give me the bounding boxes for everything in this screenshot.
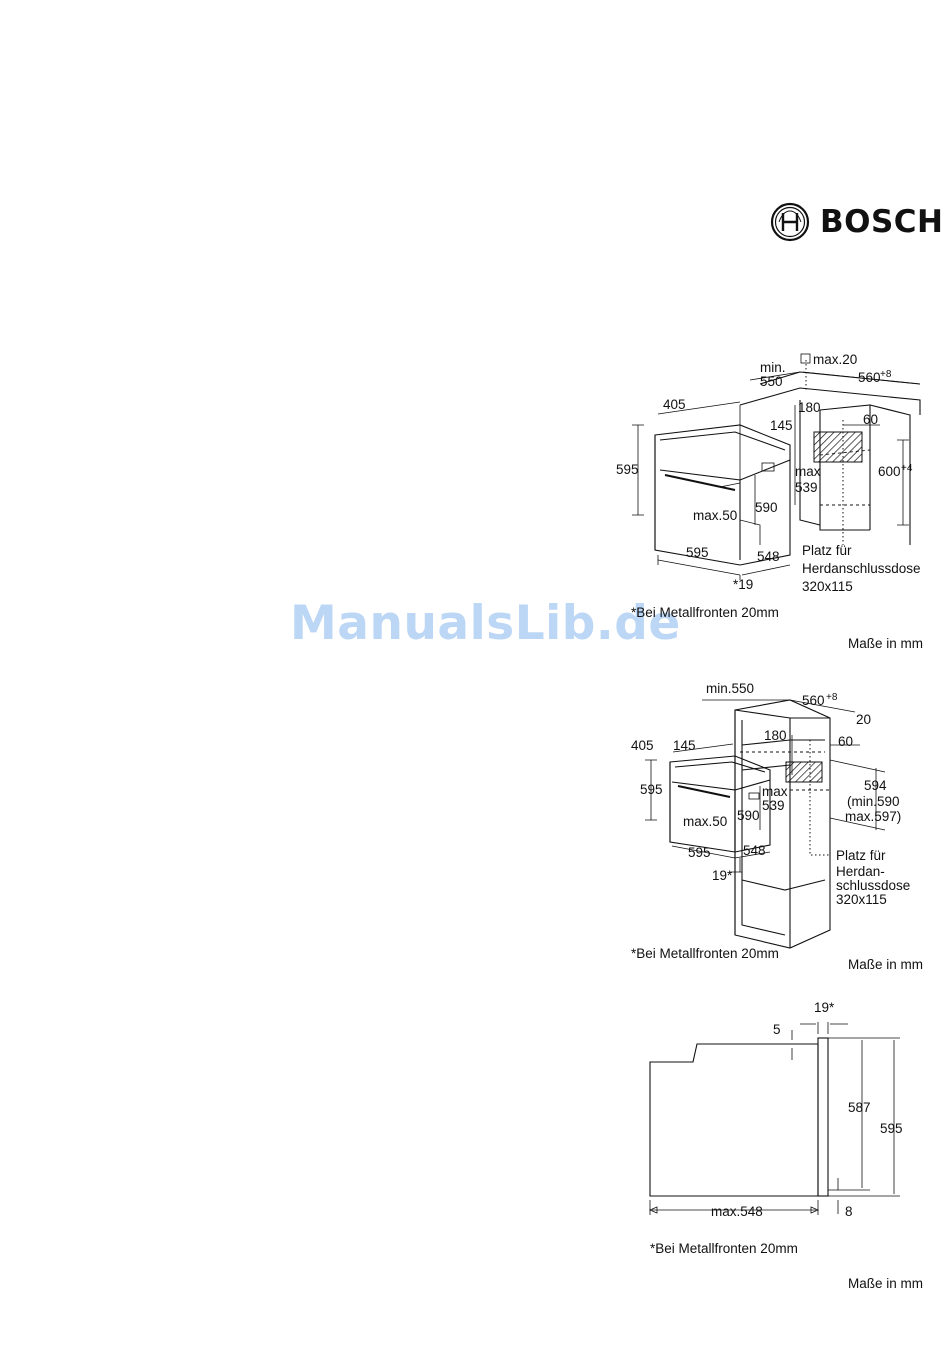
- f1-footnote: *Bei Metallfronten 20mm: [631, 605, 779, 620]
- figure-2-tall-cabinet: min.550 560 +8 20 405 145 180 60 595 max…: [631, 681, 923, 972]
- f1-405: 405: [663, 397, 686, 412]
- f1-550: 550: [760, 374, 783, 389]
- bosch-logo: BOSCH: [770, 202, 944, 242]
- figure-1-undercounter: min. 550 max.20 560 +8 405 180 145 60 59…: [616, 352, 923, 651]
- f1-platz3: 320x115: [802, 579, 853, 594]
- f2-20: 20: [856, 712, 871, 727]
- f2-units: Maße in mm: [848, 957, 923, 972]
- f2-60: 60: [838, 734, 853, 749]
- f2-595h: 595: [640, 782, 663, 797]
- f1-60: 60: [863, 412, 878, 427]
- f1-platz2: Herdanschlussdose: [802, 561, 921, 576]
- f2-595w: 595: [688, 845, 711, 860]
- f2-590: 590: [737, 808, 760, 823]
- f1-548: 548: [757, 549, 780, 564]
- f2-max597: max.597): [845, 809, 901, 824]
- f3-587: 587: [848, 1100, 871, 1115]
- f3-19: 19*: [814, 1000, 835, 1015]
- f2-footnote: *Bei Metallfronten 20mm: [631, 946, 779, 961]
- f3-footnote: *Bei Metallfronten 20mm: [650, 1241, 798, 1256]
- f1-595h: 595: [616, 462, 639, 477]
- f1-600: 600: [878, 464, 901, 479]
- f1-platz1: Platz für: [802, 543, 852, 558]
- f2-platz2: Herdan-: [836, 864, 885, 879]
- f1-sup4: +4: [901, 463, 913, 474]
- f1-539: 539: [795, 480, 818, 495]
- f2-548: 548: [743, 843, 766, 858]
- f2-max50: max.50: [683, 814, 727, 829]
- f2-sup8: +8: [826, 692, 838, 703]
- figure-3-side-profile: 19* 5 587 595 max.548 8 *Bei Metallfront…: [648, 1000, 923, 1291]
- f1-595w: 595: [686, 545, 709, 560]
- f2-560: 560: [802, 693, 825, 708]
- f1-units: Maße in mm: [848, 636, 923, 651]
- f2-180: 180: [764, 728, 787, 743]
- f2-145: 145: [673, 738, 696, 753]
- f2-platz4: 320x115: [836, 892, 887, 907]
- f1-min: min.: [760, 360, 786, 375]
- f2-platz1: Platz für: [836, 848, 886, 863]
- f2-max: max: [762, 784, 788, 799]
- f2-19: 19*: [712, 868, 733, 883]
- f3-units: Maße in mm: [848, 1276, 923, 1291]
- f1-145: 145: [770, 418, 793, 433]
- f3-595: 595: [880, 1121, 903, 1136]
- f3-max548: max.548: [711, 1204, 763, 1219]
- f2-539: 539: [762, 798, 785, 813]
- f1-180: 180: [798, 400, 821, 415]
- f1-560: 560: [858, 370, 881, 385]
- f1-max20: max.20: [813, 352, 857, 367]
- f2-platz3: schlussdose: [836, 878, 910, 893]
- f3-8: 8: [845, 1204, 853, 1219]
- f1-590: 590: [755, 500, 778, 515]
- brand-name: BOSCH: [820, 204, 944, 240]
- f2-min590: (min.590: [847, 794, 900, 809]
- f2-min550: min.550: [706, 681, 754, 696]
- f1-sup8: +8: [880, 369, 892, 380]
- f3-5: 5: [773, 1022, 781, 1037]
- watermark: ManualsLib.de: [290, 596, 681, 651]
- f1-max: max: [795, 464, 821, 479]
- f1-max50: max.50: [693, 508, 737, 523]
- bosch-armature-icon: [770, 202, 810, 242]
- f2-405: 405: [631, 738, 654, 753]
- f2-594: 594: [864, 778, 887, 793]
- f1-star19: *19: [733, 577, 753, 592]
